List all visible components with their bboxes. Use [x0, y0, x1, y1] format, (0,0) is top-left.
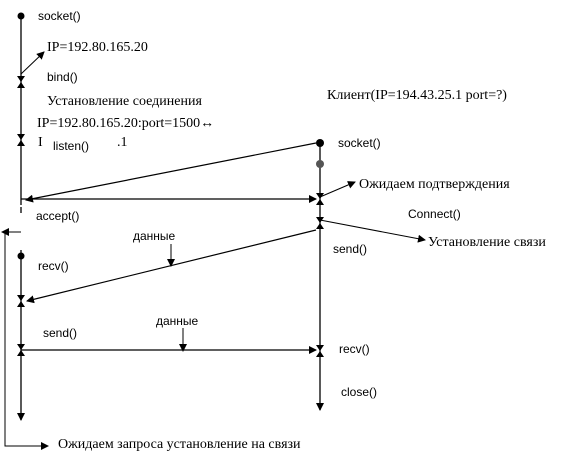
client-link-label: Установление связи	[428, 235, 546, 250]
client-socket-dot	[316, 139, 324, 147]
server-ip-label: IP=192.80.165.20	[47, 40, 148, 55]
server-recv-mark	[17, 295, 25, 307]
link-established-arrow	[319, 219, 426, 243]
server-send-label: send()	[43, 326, 78, 340]
server-listen-suffix: .1	[117, 135, 128, 150]
ip-arrow	[20, 51, 45, 75]
server-listen-label: listen()	[53, 139, 90, 153]
client-title: Клиент(IP=194.43.25.1 port=?)	[327, 88, 507, 103]
server-recv-dot	[17, 252, 25, 260]
server-socket-label: socket()	[38, 9, 81, 23]
server-ipport-label: IP=192.80.165.20:port=1500↔	[37, 116, 215, 131]
server-listen-prefix: I	[38, 135, 43, 150]
client-wait-label: Ожидаем подтверждения	[359, 177, 510, 192]
server-bind-label: bind()	[47, 70, 78, 84]
wait-request-label: Ожидаем запроса установление на связи	[58, 437, 301, 452]
client-send-label: send()	[333, 242, 368, 256]
client-recv-mark	[316, 345, 324, 357]
client-connect-label: Connect()	[408, 207, 461, 221]
server-recv-label: recv()	[38, 259, 69, 273]
server-send-mark	[17, 344, 25, 356]
client-recv-label: recv()	[339, 342, 370, 356]
server-establish-label: Установление соединения	[47, 94, 202, 109]
wait-confirm-arrow	[319, 181, 356, 198]
server-accept-label: accept()	[36, 209, 80, 223]
client-connect-dot	[316, 160, 324, 168]
server-bind-mark	[17, 76, 25, 88]
client-socket-label: socket()	[338, 136, 381, 150]
data2-label: данные	[156, 314, 199, 328]
wait-request-loop	[4, 232, 49, 450]
server-listen-mark	[17, 134, 25, 146]
client-close-label: close()	[341, 385, 378, 399]
server-socket-dot	[17, 12, 25, 20]
connect-request-arrow	[25, 142, 317, 203]
data1-label: данные	[133, 229, 176, 243]
